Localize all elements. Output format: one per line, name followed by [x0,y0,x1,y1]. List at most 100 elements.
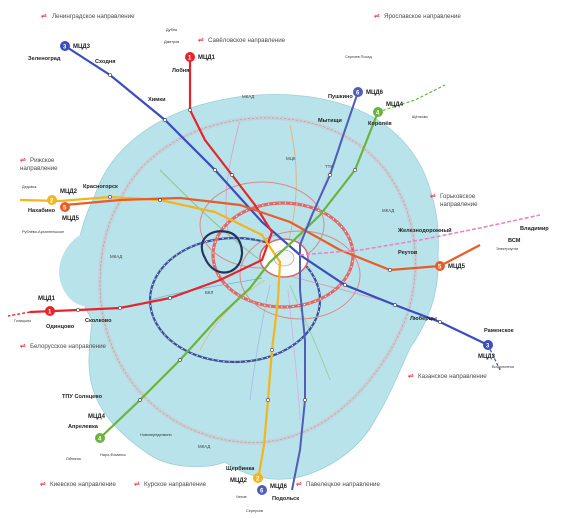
svg-text:Сергиев Посад: Сергиев Посад [345,55,373,59]
mcd3-badge-north: 3 МЦД3 [60,41,91,51]
svg-text:Железнодорожный: Железнодорожный [397,227,452,234]
train-icon: ⇌ [430,192,436,200]
svg-text:Казанское направление: Казанское направление [418,373,487,380]
svg-text:Люберцы: Люберцы [410,315,437,322]
svg-text:Электроугли: Электроугли [496,247,518,251]
svg-text:направление: направление [20,165,58,172]
svg-text:Реутов: Реутов [398,250,418,256]
mcd2-badge-south: 2 МЦД2 [230,473,263,484]
svg-text:МЦД2: МЦД2 [60,189,78,195]
svg-text:Савёловское направление: Савёловское направление [208,37,286,44]
direction-kiev: ⇌ Киевское направление [40,480,116,488]
svg-text:1: 1 [48,310,52,316]
svg-text:Дедовск: Дедовск [22,185,37,189]
svg-text:Щербинка: Щербинка [226,465,255,472]
svg-text:4: 4 [98,437,102,443]
svg-text:ТПУ Солнцево: ТПУ Солнцево [62,394,103,400]
mcd4-line [99,111,380,439]
svg-text:МЦД5: МЦД5 [448,264,466,270]
svg-text:Пушкино: Пушкино [328,94,353,100]
mcd5-badge-east: 5 МЦД5 [435,261,466,271]
mcd3-line [61,43,489,346]
train-icon: ⇌ [20,342,26,350]
svg-text:Красногорск: Красногорск [83,184,118,190]
svg-text:Щёлково: Щёлково [412,115,428,119]
svg-text:3: 3 [486,344,490,350]
mcd2-badge-west: 2 МЦД2 [47,189,78,205]
mcd5-badge-west: 5 МЦД5 [60,202,80,222]
svg-text:Владимир: Владимир [520,226,549,232]
svg-text:1: 1 [188,56,192,62]
svg-text:МКАД: МКАД [242,94,254,99]
svg-text:Ярославское направление: Ярославское направление [384,13,461,20]
mcd2-line [19,195,282,481]
train-icon: ⇌ [198,36,204,44]
svg-text:МЦК: МЦК [286,156,296,161]
svg-text:Белорусское направление: Белорусское направление [30,343,107,350]
svg-text:Дмитров: Дмитров [164,40,179,44]
svg-text:3: 3 [63,45,67,51]
svg-text:Курское направление: Курское направление [144,481,207,488]
svg-text:Лобня: Лобня [172,67,189,74]
svg-text:Ленинградское направление: Ленинградское направление [52,13,135,20]
svg-text:Одинцово: Одинцово [46,324,75,330]
direction-leningrad: ⇌ Ленинградское направление [41,12,135,20]
svg-text:Киевское направление: Киевское направление [50,481,116,488]
mcd1-badge-west: 1 МЦД1 [38,296,56,316]
svg-text:БКЛ: БКЛ [205,290,213,295]
svg-text:МЦД4: МЦД4 [88,414,106,420]
stations [76,73,442,402]
vsm-line [299,214,541,256]
train-icon: ⇌ [41,12,47,20]
svg-text:Новопеределкино: Новопеределкино [140,433,172,437]
svg-text:Чехов: Чехов [236,495,247,499]
direction-yaroslavl: ⇌ Ярославское направление [374,12,461,20]
mcd5-line [64,196,481,272]
svg-text:4: 4 [376,111,380,117]
svg-text:Зеленоград: Зеленоград [28,56,61,62]
svg-text:6: 6 [356,91,360,97]
mcd1-badge-north: 1 МЦД1 [185,52,216,62]
mcd6-line [291,91,359,491]
svg-text:Серпухов: Серпухов [246,509,263,513]
svg-text:направление: направление [440,201,478,208]
svg-text:МЦД6: МЦД6 [366,90,384,96]
svg-text:ТТК: ТТК [325,164,333,169]
svg-text:ВСМ: ВСМ [508,238,521,244]
train-icon: ⇌ [40,480,46,488]
svg-text:Дубна: Дубна [166,28,178,32]
svg-text:Рублёво-Архангельское: Рублёво-Архангельское [22,230,64,234]
svg-text:5: 5 [438,265,442,271]
svg-text:Рижское: Рижское [30,157,55,164]
svg-text:Королёв: Королёв [368,121,392,127]
svg-text:МЦД1: МЦД1 [198,55,216,61]
moscow-area-west [59,230,99,307]
svg-text:Наро-Фоминск: Наро-Фоминск [100,453,126,457]
svg-text:Павелецкое направление: Павелецкое направление [306,481,380,488]
belarus-west-line [7,311,31,317]
svg-text:Апрелевка: Апрелевка [68,424,99,430]
mcd6-badge-south: 6 МЦД6 [257,484,288,495]
svg-text:МЦД2: МЦД2 [230,478,248,484]
train-icon: ⇌ [20,156,26,164]
mcd3-badge-south: 3 МЦД3 [478,340,496,360]
train-icon: ⇌ [374,12,380,20]
train-icon: ⇌ [134,480,140,488]
ring-labels: МКАД МКАД МКАД МКАД МЦК ТТК БКЛ [110,94,394,449]
direction-kazan: ⇌ Казанское направление [408,372,487,380]
svg-text:МЦД6: МЦД6 [270,484,288,490]
svg-text:Воскресенск: Воскресенск [492,365,514,369]
svg-text:Подольск: Подольск [272,496,299,502]
svg-text:2: 2 [256,477,260,483]
place-labels: Зеленоград Сходня Химки Лобня Дубна Дмит… [14,28,549,513]
svg-text:МЦД3: МЦД3 [73,44,91,50]
svg-text:5: 5 [63,206,67,212]
svg-text:МЦД3: МЦД3 [478,354,496,360]
direction-savelovo: ⇌ Савёловское направление [198,36,286,44]
svg-text:Сколково: Сколково [85,318,112,324]
svg-text:МКАД: МКАД [110,254,122,259]
svg-text:МКАД: МКАД [198,444,210,449]
svg-text:Нахабино: Нахабино [28,207,56,214]
svg-text:Обнинск: Обнинск [66,457,81,461]
